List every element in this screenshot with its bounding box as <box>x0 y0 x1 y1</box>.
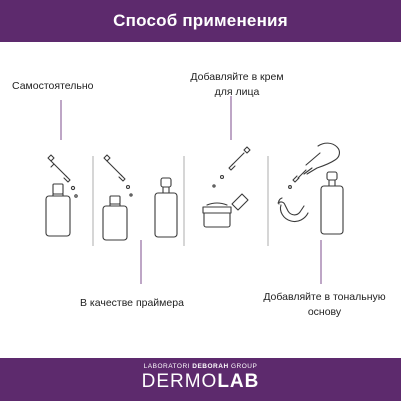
label-cream: Добавляйте в крем для лица <box>190 71 284 98</box>
label-standalone: Самостоятельно <box>12 80 94 92</box>
header-banner: Способ применения <box>0 0 401 42</box>
brand-group-name: LABORATORI DEBORAH GROUP <box>143 363 258 370</box>
cream-jar-icon <box>202 146 251 228</box>
hand-foundation-icon <box>277 142 344 235</box>
brand-logo: DERMOLAB <box>141 371 260 392</box>
dropper-bottle-icon <box>45 154 78 237</box>
page-title: Способ применения <box>113 11 288 30</box>
label-primer: В качестве праймера <box>80 297 184 309</box>
bottle-and-pump-icon <box>102 154 178 241</box>
brand-footer: LABORATORI DEBORAH GROUP DERMOLAB <box>0 358 401 401</box>
label-foundation: Добавляйте в тональную основу <box>263 291 386 318</box>
